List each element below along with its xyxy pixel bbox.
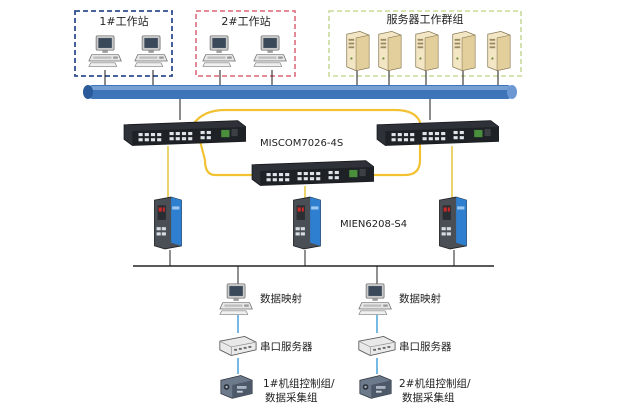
workstation2-pc-left-icon [202, 35, 236, 67]
right-serial-server-icon [358, 335, 396, 357]
workstation1-label: 1#工作站 [99, 14, 148, 28]
right-serial-server-label: 串口服务器 [399, 340, 452, 353]
server-5-icon [487, 30, 511, 72]
ring-switch-center-icon [251, 160, 374, 186]
server-group-label: 服务器工作群组 [387, 12, 464, 26]
workstation2-label: 2#工作站 [221, 14, 270, 28]
server-4-icon [452, 30, 476, 72]
workstation1-pc-left-icon [88, 35, 122, 67]
left-data-mapping-label: 数据映射 [260, 292, 302, 305]
ring-switch-right-icon [376, 120, 499, 146]
left-serial-server-icon [219, 335, 257, 357]
server-3-icon [415, 30, 439, 72]
workstation2-pc-right-icon [253, 35, 287, 67]
right-data-mapping-label: 数据映射 [399, 292, 441, 305]
left-controller-icon [220, 375, 253, 399]
left-data-mapping-pc-icon [219, 283, 253, 315]
switch-ring-label: MISCOM7026-4S [260, 138, 343, 149]
workstation2-group-box [195, 10, 296, 77]
edge-switch-right-icon [438, 196, 468, 250]
edge-switch-center-icon [292, 196, 322, 250]
server-1-icon [346, 30, 370, 72]
edge-switch-left-icon [153, 196, 183, 250]
edge-switch-label: MIEN6208-S4 [340, 219, 407, 230]
ring-switch-left-icon [123, 120, 246, 146]
right-controller-label-line2: 数据采集组 [402, 391, 455, 404]
right-controller-icon [359, 375, 392, 399]
workstation1-group-box [74, 10, 173, 77]
left-controller-label-line1: 1#机组控制组/ [263, 377, 335, 390]
left-controller-label-line2: 数据采集组 [265, 391, 318, 404]
server-2-icon [378, 30, 402, 72]
right-data-mapping-pc-icon [358, 283, 392, 315]
left-serial-server-label: 串口服务器 [260, 340, 313, 353]
right-controller-label-line1: 2#机组控制组/ [399, 377, 471, 390]
server-group-box [328, 10, 522, 77]
workstation1-pc-right-icon [134, 35, 168, 67]
switch-ring-link [193, 108, 422, 177]
backbone-bus-pipe [83, 85, 517, 99]
